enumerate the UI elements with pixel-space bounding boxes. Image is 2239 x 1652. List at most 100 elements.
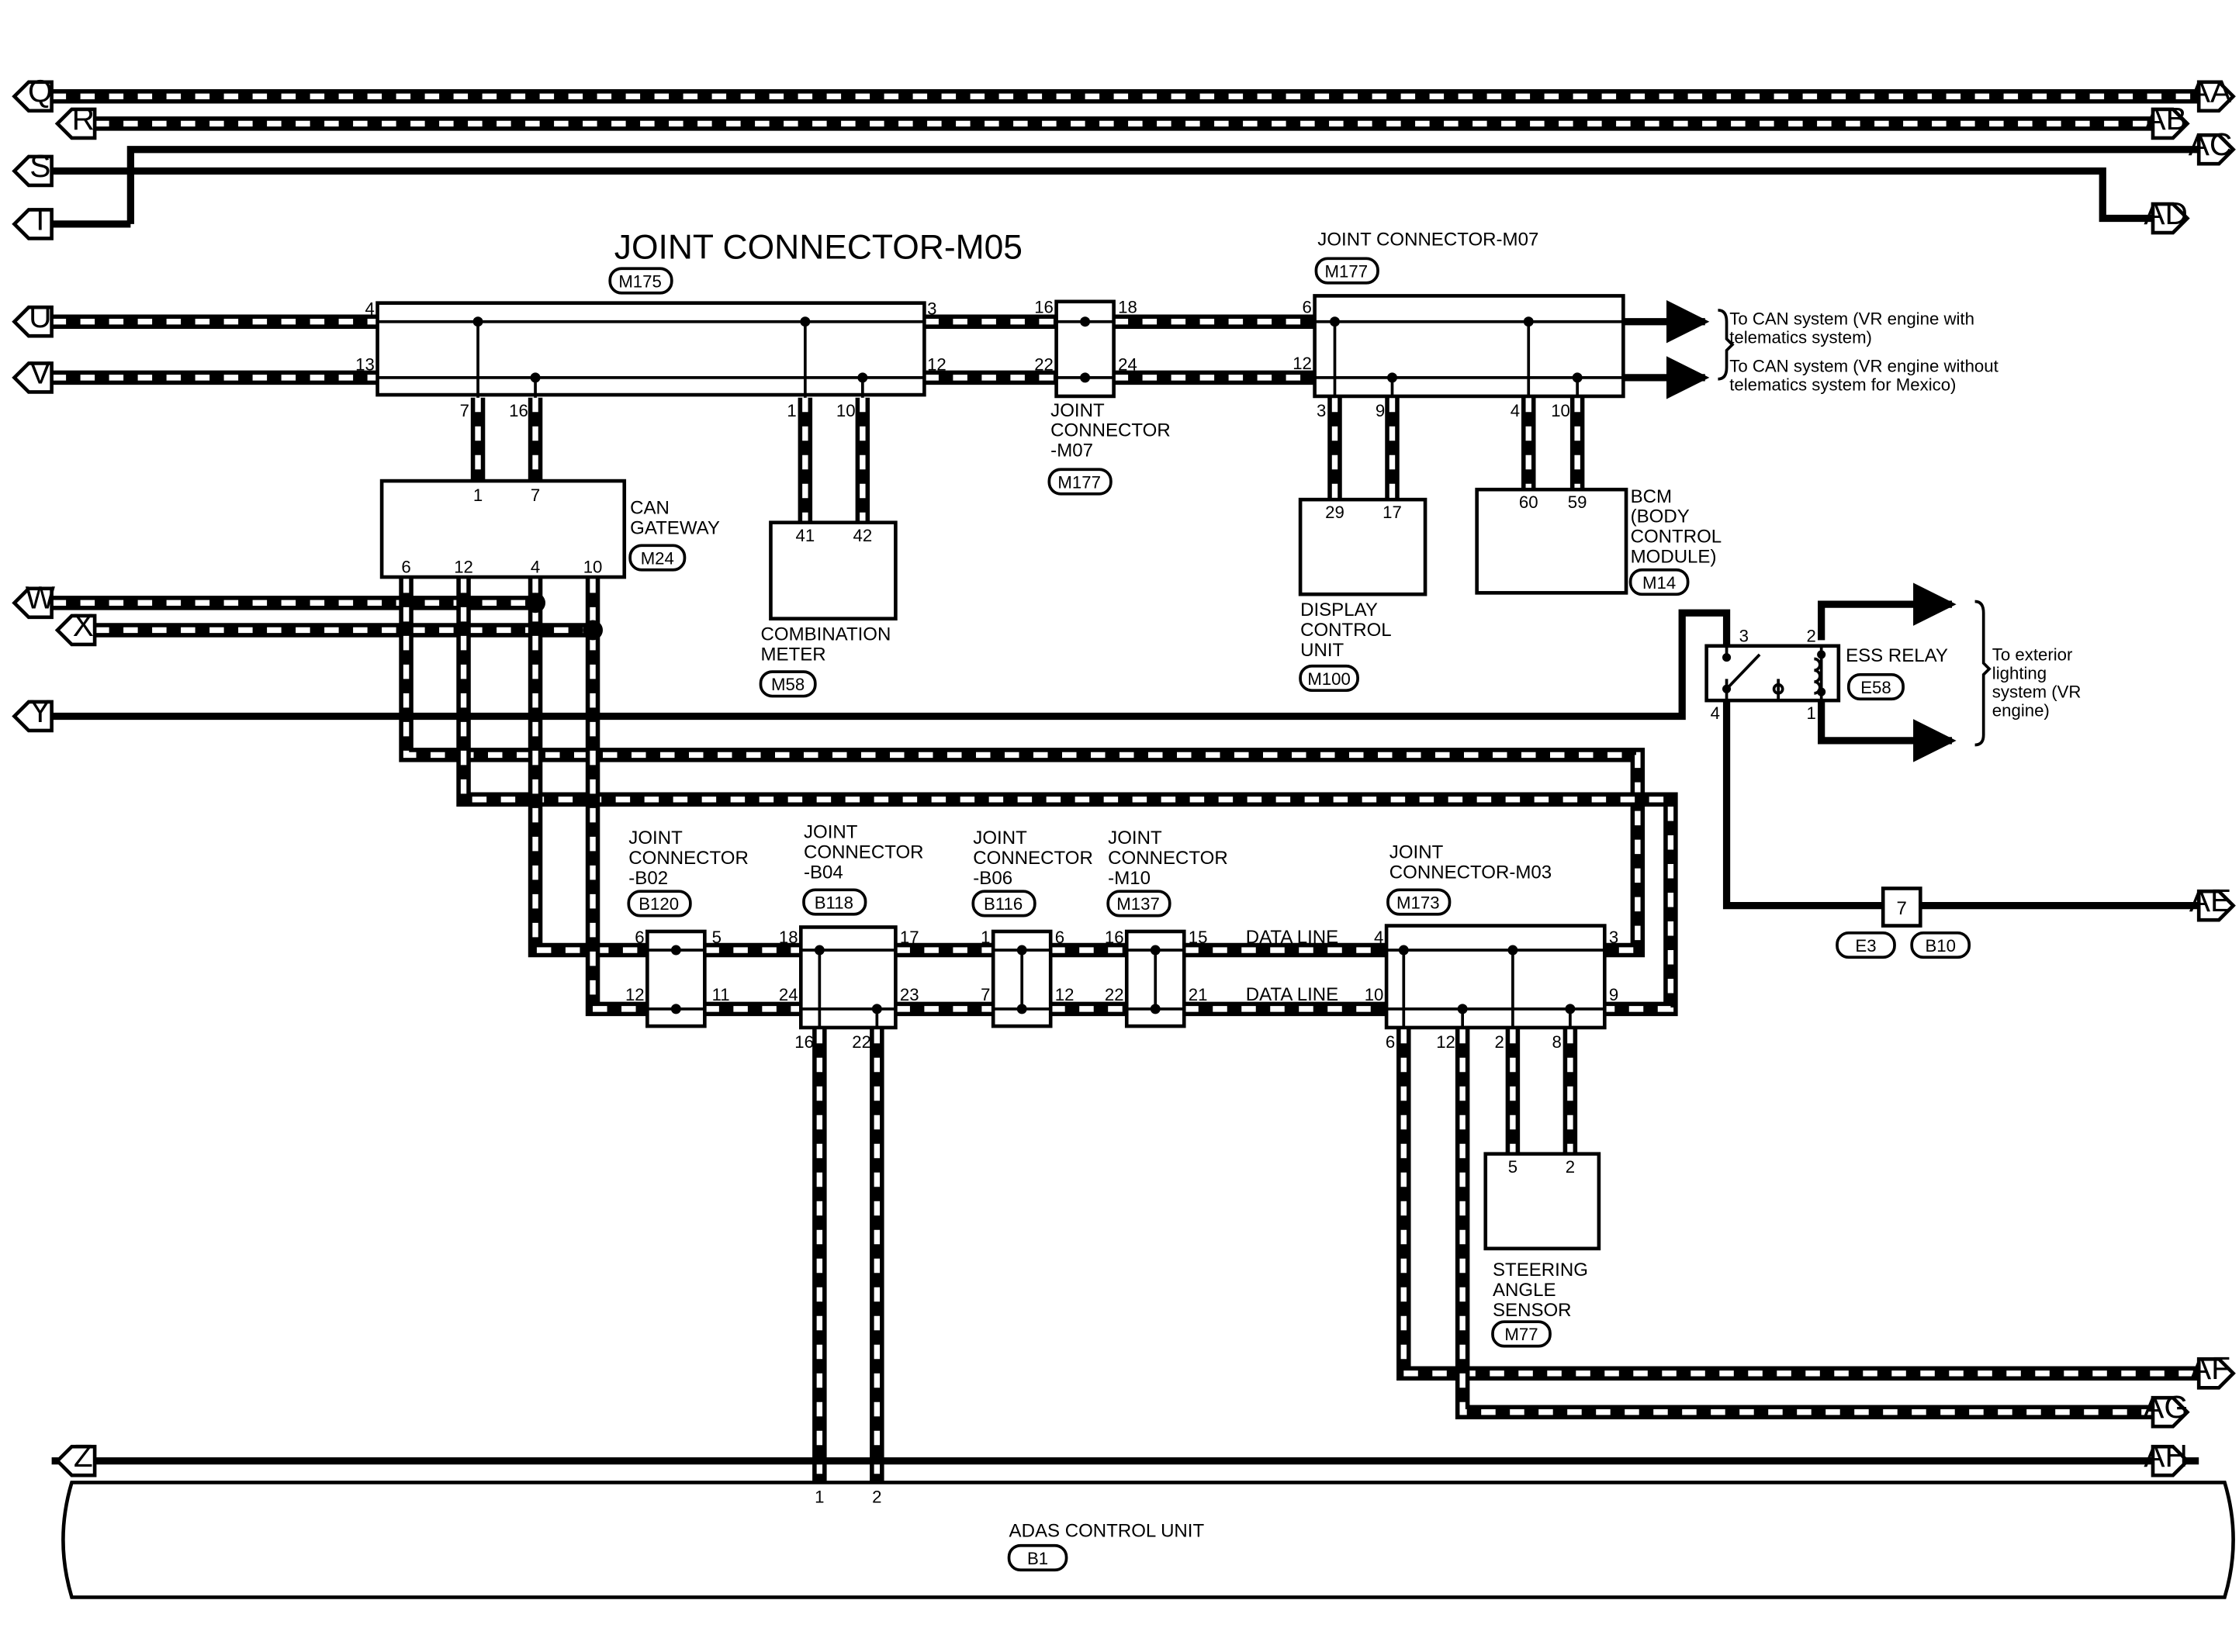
component-shape <box>1298 497 1427 596</box>
wire-segment <box>532 578 648 953</box>
wire-segment <box>377 320 925 398</box>
joint-connector-m05: JOINT CONNECTOR-M05 M175 4 13 3 12 7 16 … <box>355 228 1023 420</box>
splice-dot <box>1722 653 1732 662</box>
wire-segment <box>801 949 896 1029</box>
offpage-left-v: V <box>12 354 54 394</box>
label-text: 12 <box>1293 354 1312 373</box>
label-text: GATEWAY <box>630 518 720 539</box>
label-text: SENSOR <box>1493 1300 1572 1321</box>
splice-dot <box>472 316 483 327</box>
label-text: DISPLAY <box>1300 600 1378 620</box>
label-text: 29 <box>1325 503 1344 522</box>
label-text: CONNECTOR <box>1108 848 1228 869</box>
wire-segment <box>2151 1395 2190 1429</box>
label-text: 7 <box>531 486 540 505</box>
label-text: 24 <box>779 985 798 1004</box>
label-text: 6 <box>1303 298 1312 317</box>
label-text: AC <box>2189 126 2233 162</box>
steering-angle-sensor: 5 2 STEERING ANGLE SENSOR M77 <box>1483 1152 1601 1348</box>
label-text: 6 <box>1055 928 1064 947</box>
label-text: 16 <box>509 401 528 420</box>
joint-connector-b06: 1 6 7 12 JOINT CONNECTOR -B06 B116 <box>971 828 1093 1028</box>
label-text: M14 <box>1642 573 1676 593</box>
label-text: AA <box>2189 74 2232 109</box>
offpage-connectors: Q R S T U V W X Y Z AA AB AC AD AE AF AG… <box>12 74 2236 1477</box>
wire-segment <box>1974 600 1992 747</box>
label-text: telematics system) <box>1729 327 1872 347</box>
label-text: ADAS CONTROL UNIT <box>1009 1521 1205 1542</box>
wire-segment <box>54 613 97 647</box>
label-text: ESS RELAY <box>1846 645 1948 666</box>
label-text: AH <box>2144 1438 2188 1474</box>
component-shape <box>1836 931 1896 959</box>
joint-connector-b02: 6 5 12 11 JOINT CONNECTOR -B02 B120 <box>625 828 749 1028</box>
adas-control-unit: 1 2 ADAS CONTROL UNIT B1 <box>61 1481 2235 1599</box>
label-text: E58 <box>1860 678 1891 697</box>
wire-segment <box>403 578 1641 953</box>
label-text: 16 <box>1034 298 1054 317</box>
label-text: 4 <box>531 557 540 576</box>
label-text: AE <box>2189 883 2231 918</box>
offpage-left-y: Y <box>12 693 54 733</box>
splice-dot <box>800 316 811 327</box>
label-text: -B02 <box>628 868 668 889</box>
component-shape <box>375 301 926 397</box>
offpage-left-t: T <box>12 201 54 240</box>
component-shape <box>769 520 898 620</box>
label-text: 2 <box>1566 1157 1575 1177</box>
component-shape <box>628 544 687 572</box>
splice-dot <box>583 620 603 641</box>
label-text: JOINT <box>1050 400 1105 421</box>
label-text: 12 <box>927 355 946 375</box>
label-text: 21 <box>1189 985 1208 1004</box>
label-text: STEERING <box>1493 1260 1588 1280</box>
offpage-right-ad: AD <box>2144 195 2190 235</box>
wire-segment <box>2151 107 2190 140</box>
label-text: 15 <box>1189 928 1208 947</box>
label-text: 16 <box>794 1032 814 1052</box>
label-text: 5 <box>1508 1157 1517 1177</box>
label-text: BCM <box>1631 486 1672 507</box>
splice-dot <box>1457 1004 1468 1014</box>
label-text: 13 <box>355 355 375 375</box>
wire-segment <box>12 305 54 338</box>
label-text: 10 <box>583 557 603 576</box>
offpage-left-z: Z <box>54 1438 97 1477</box>
label-text: JOINT <box>804 822 858 843</box>
wire-segment <box>12 700 54 733</box>
label-text: B116 <box>984 894 1023 914</box>
wire-segment <box>12 208 54 240</box>
label-text: UNIT <box>1300 640 1344 661</box>
label-text: 3 <box>1317 401 1326 420</box>
label-text: 22 <box>852 1032 871 1052</box>
wire-segment <box>54 1444 97 1477</box>
label-text: -B06 <box>973 868 1012 889</box>
label-text: 8 <box>1552 1032 1561 1052</box>
label-text: 12 <box>1055 985 1075 1004</box>
label-text: ANGLE <box>1493 1280 1556 1301</box>
label-text: 18 <box>1118 298 1137 317</box>
label-text: 1 <box>981 928 990 947</box>
component-shape <box>1047 468 1113 496</box>
label-text: 17 <box>900 928 919 947</box>
note-can-with-telematics: To CAN system (VR engine with <box>1729 309 1974 328</box>
component-shape <box>1483 1152 1601 1251</box>
label-text: JOINT CONNECTOR-M07 <box>1317 230 1538 251</box>
label-text: 24 <box>1118 355 1137 375</box>
wire-segment <box>2196 133 2236 166</box>
splice-dot <box>1507 945 1518 956</box>
label-text: 6 <box>401 557 410 576</box>
label-text: M58 <box>771 675 805 694</box>
solid-wires <box>51 146 2199 1465</box>
label-text: 12 <box>1436 1032 1455 1052</box>
splice-dot <box>871 1004 882 1014</box>
display-control-unit: 29 17 DISPLAY CONTROL UNIT M100 <box>1298 497 1427 693</box>
label-text: -B04 <box>804 862 843 883</box>
component-shape <box>1628 568 1690 596</box>
splice-dot <box>1150 1004 1161 1014</box>
label-text: 5 <box>712 928 722 947</box>
label-text: -M07 <box>1050 441 1093 461</box>
label-text: M173 <box>1396 893 1440 912</box>
label-text: 42 <box>853 526 873 545</box>
